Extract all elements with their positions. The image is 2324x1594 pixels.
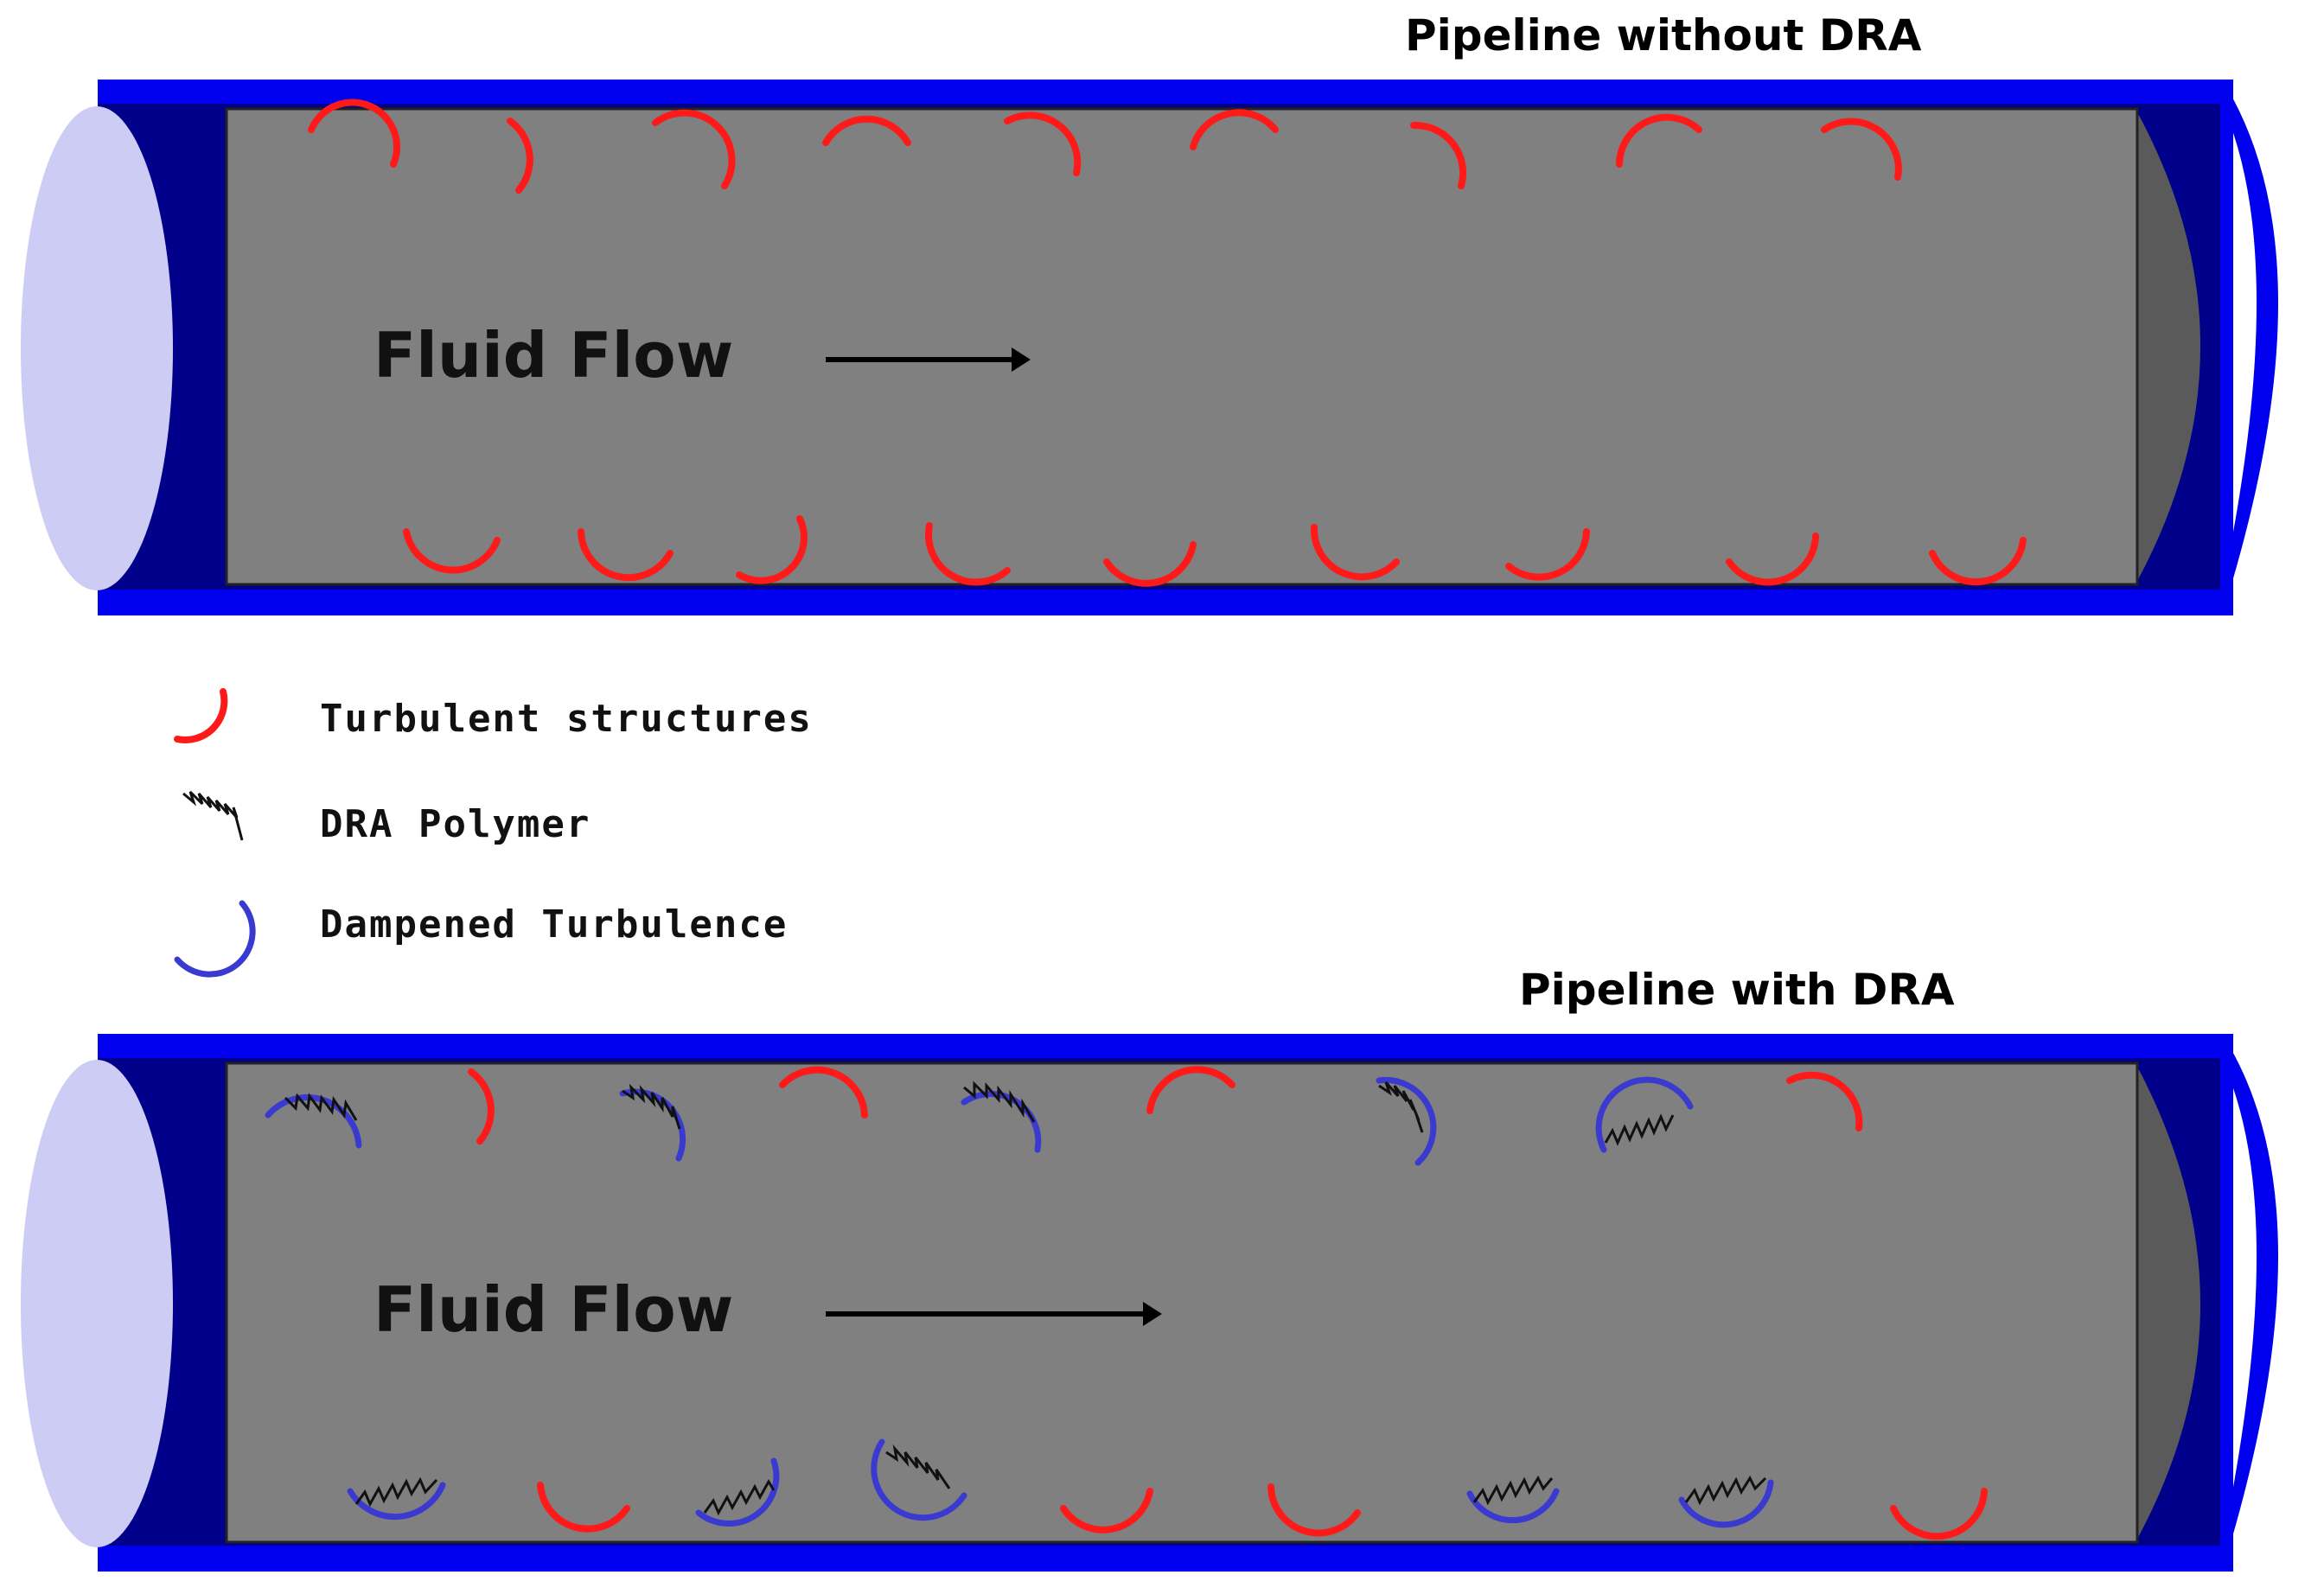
dra-polymer-icon (1378, 1081, 1424, 1133)
dra-polymer-icon (182, 790, 244, 841)
pipeline-without-dra: Pipeline without DRA Fluid Flow (21, 10, 2278, 615)
dampened-turbulence-icon (871, 1438, 967, 1521)
dra-polymer-icon (885, 1444, 951, 1489)
dra-polymer-icon (1684, 1475, 1767, 1506)
fluid-flow-label: Fluid Flow (374, 1273, 733, 1346)
pipe-right-interior (2136, 1063, 2200, 1542)
turbulent-structure-icon (1821, 118, 1902, 181)
turbulent-structure-icon (1410, 121, 1467, 189)
turbulent-structure-icon (1146, 1066, 1235, 1114)
turbulent-structure-icon (403, 528, 501, 574)
turbulent-structure-icon (1004, 112, 1082, 176)
turbulent-structures-top-row (308, 99, 1902, 194)
turbulent-structure-icon (779, 1066, 868, 1119)
pipe-right-interior (2136, 109, 2200, 584)
turbulent-structure-icon (308, 99, 400, 168)
turbulent-structure-icon (1726, 532, 1819, 586)
fluid-flow-label: Fluid Flow (374, 319, 733, 392)
pipe-left-end-cap (21, 1060, 173, 1547)
flow-arrow-icon (826, 1302, 1162, 1326)
pipe-left-end-cap (21, 106, 173, 590)
turbulent-structure-icon (174, 688, 228, 743)
turbulent-structure-icon (1929, 537, 2027, 586)
turbulent-structure-icon (468, 1068, 495, 1144)
turbulent-structure-icon (507, 118, 533, 194)
dampened-turbulence-icon (695, 1457, 780, 1527)
turbulent-structure-icon (925, 522, 1011, 586)
turbulent-structure-icon (1616, 113, 1702, 168)
turbulent-structure-icon (1786, 1071, 1863, 1132)
dampened-turbulence-icon (1678, 1479, 1774, 1528)
turbulent-structure-icon (537, 1482, 630, 1533)
turbulent-structure-icon (578, 528, 674, 582)
dra-polymer-icon (354, 1476, 438, 1508)
structures-bottom-row (347, 1438, 1988, 1540)
turbulent-structure-icon (1190, 109, 1279, 150)
pipeline-with-dra: Pipeline with DRA Fluid Flow (21, 965, 2278, 1572)
dampened-turbulence-icon (1376, 1076, 1437, 1166)
pipeline-title: Pipeline without DRA (1405, 10, 1922, 61)
legend-item-polymer: DRA Polymer (182, 790, 591, 846)
legend-label: Dampened Turbulence (320, 902, 788, 947)
legend-label: DRA Polymer (320, 802, 591, 846)
turbulent-structure-icon (1310, 524, 1400, 581)
turbulent-structures-bottom-row (403, 515, 2027, 587)
turbulent-structure-icon (822, 115, 911, 146)
dra-polymer-icon (1604, 1113, 1675, 1146)
turbulent-structure-icon (652, 109, 736, 189)
turbulent-structure-icon (1103, 541, 1197, 587)
legend-item-dampened: Dampened Turbulence (174, 900, 788, 978)
turbulent-structure-icon (1890, 1488, 1988, 1540)
legend-item-turbulent: Turbulent structures (174, 688, 813, 743)
dampened-turbulence-icon (1466, 1488, 1560, 1524)
dampened-turbulence-icon (174, 900, 256, 978)
pipe-right-rim (2222, 1034, 2278, 1572)
dra-polymer-icon (1472, 1475, 1554, 1506)
legend: Turbulent structures DRA Polymer Dampene… (174, 688, 813, 978)
turbulent-structure-icon (736, 515, 808, 584)
dra-polymer-icon (963, 1081, 1036, 1123)
structures-top-row (265, 1066, 1863, 1166)
dampened-turbulence-icon (347, 1482, 446, 1521)
dra-polymer-icon (622, 1083, 681, 1130)
dra-polymer-icon (703, 1479, 776, 1516)
pipe-right-rim (2222, 80, 2278, 615)
turbulent-structure-icon (1505, 528, 1590, 581)
turbulent-structure-icon (1060, 1488, 1153, 1533)
legend-label: Turbulent structures (320, 697, 813, 741)
dampened-turbulence-icon (1595, 1076, 1694, 1153)
fluid-interior (225, 107, 2139, 586)
dra-polymer-icon (284, 1093, 358, 1121)
pipeline-title: Pipeline with DRA (1519, 965, 1955, 1015)
turbulent-structure-icon (1267, 1483, 1361, 1537)
fluid-interior (225, 1062, 2139, 1544)
flow-arrow-icon (826, 347, 1031, 372)
